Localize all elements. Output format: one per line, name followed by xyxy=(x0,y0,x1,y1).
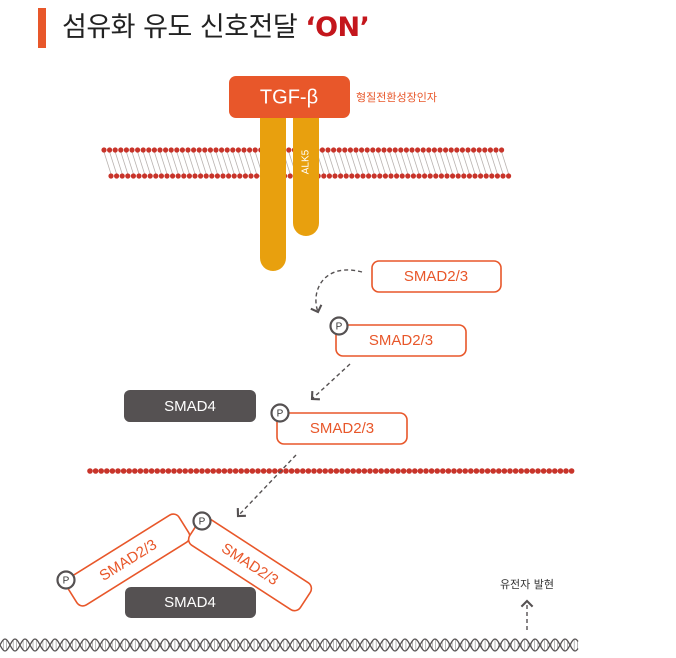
svg-text:P: P xyxy=(63,576,70,587)
svg-text:P: P xyxy=(336,322,343,333)
arrow-recruit xyxy=(310,269,363,314)
alk5-receptor xyxy=(293,105,319,236)
page-title: 섬유화 유도 신호전달 ‘ON’ xyxy=(62,8,370,48)
phospho-marker-3: P xyxy=(56,570,76,590)
tgf-beta-ligand xyxy=(229,76,350,118)
smad23-nuc-left: SMAD2/3 xyxy=(65,513,191,607)
phospho-marker-1: P xyxy=(329,316,349,336)
dna-strand xyxy=(0,638,579,652)
svg-text:P: P xyxy=(199,517,206,528)
svg-text:P: P xyxy=(277,409,284,420)
smad4-cyto-label: SMAD4 xyxy=(164,398,216,415)
title-main: 섬유화 유도 신호전달 xyxy=(62,12,306,43)
smad4-nuc-box xyxy=(125,587,256,618)
arrow-into-nucleus xyxy=(236,454,297,518)
smad4-nuc-label: SMAD4 xyxy=(164,594,216,611)
phospho-marker-4: P xyxy=(192,511,212,531)
nuclear-membrane xyxy=(87,468,575,474)
phospho-marker-2: P xyxy=(270,403,290,423)
gene-expression-label: 유전자 발현 xyxy=(500,578,554,591)
title-accent-bar xyxy=(38,8,46,48)
type2-receptor xyxy=(260,105,286,271)
smad23-complex-label: SMAD2/3 xyxy=(310,420,374,437)
tgf-beta-description: 형질전환성장인자 xyxy=(356,91,437,104)
tgf-beta-label: TGF-β xyxy=(260,86,318,108)
smad4-cyto-box xyxy=(124,390,256,422)
smad23-free-box xyxy=(371,260,502,293)
title-highlight: ‘ON’ xyxy=(305,12,370,43)
smad23-complex-box xyxy=(276,412,408,445)
smad23-phos-box xyxy=(335,324,467,357)
smad23-free-label: SMAD2/3 xyxy=(404,268,468,285)
alk5-label: ALK5 xyxy=(301,149,312,174)
arrow-to-complex xyxy=(310,363,351,401)
smad23-phos-label: SMAD2/3 xyxy=(369,332,433,349)
